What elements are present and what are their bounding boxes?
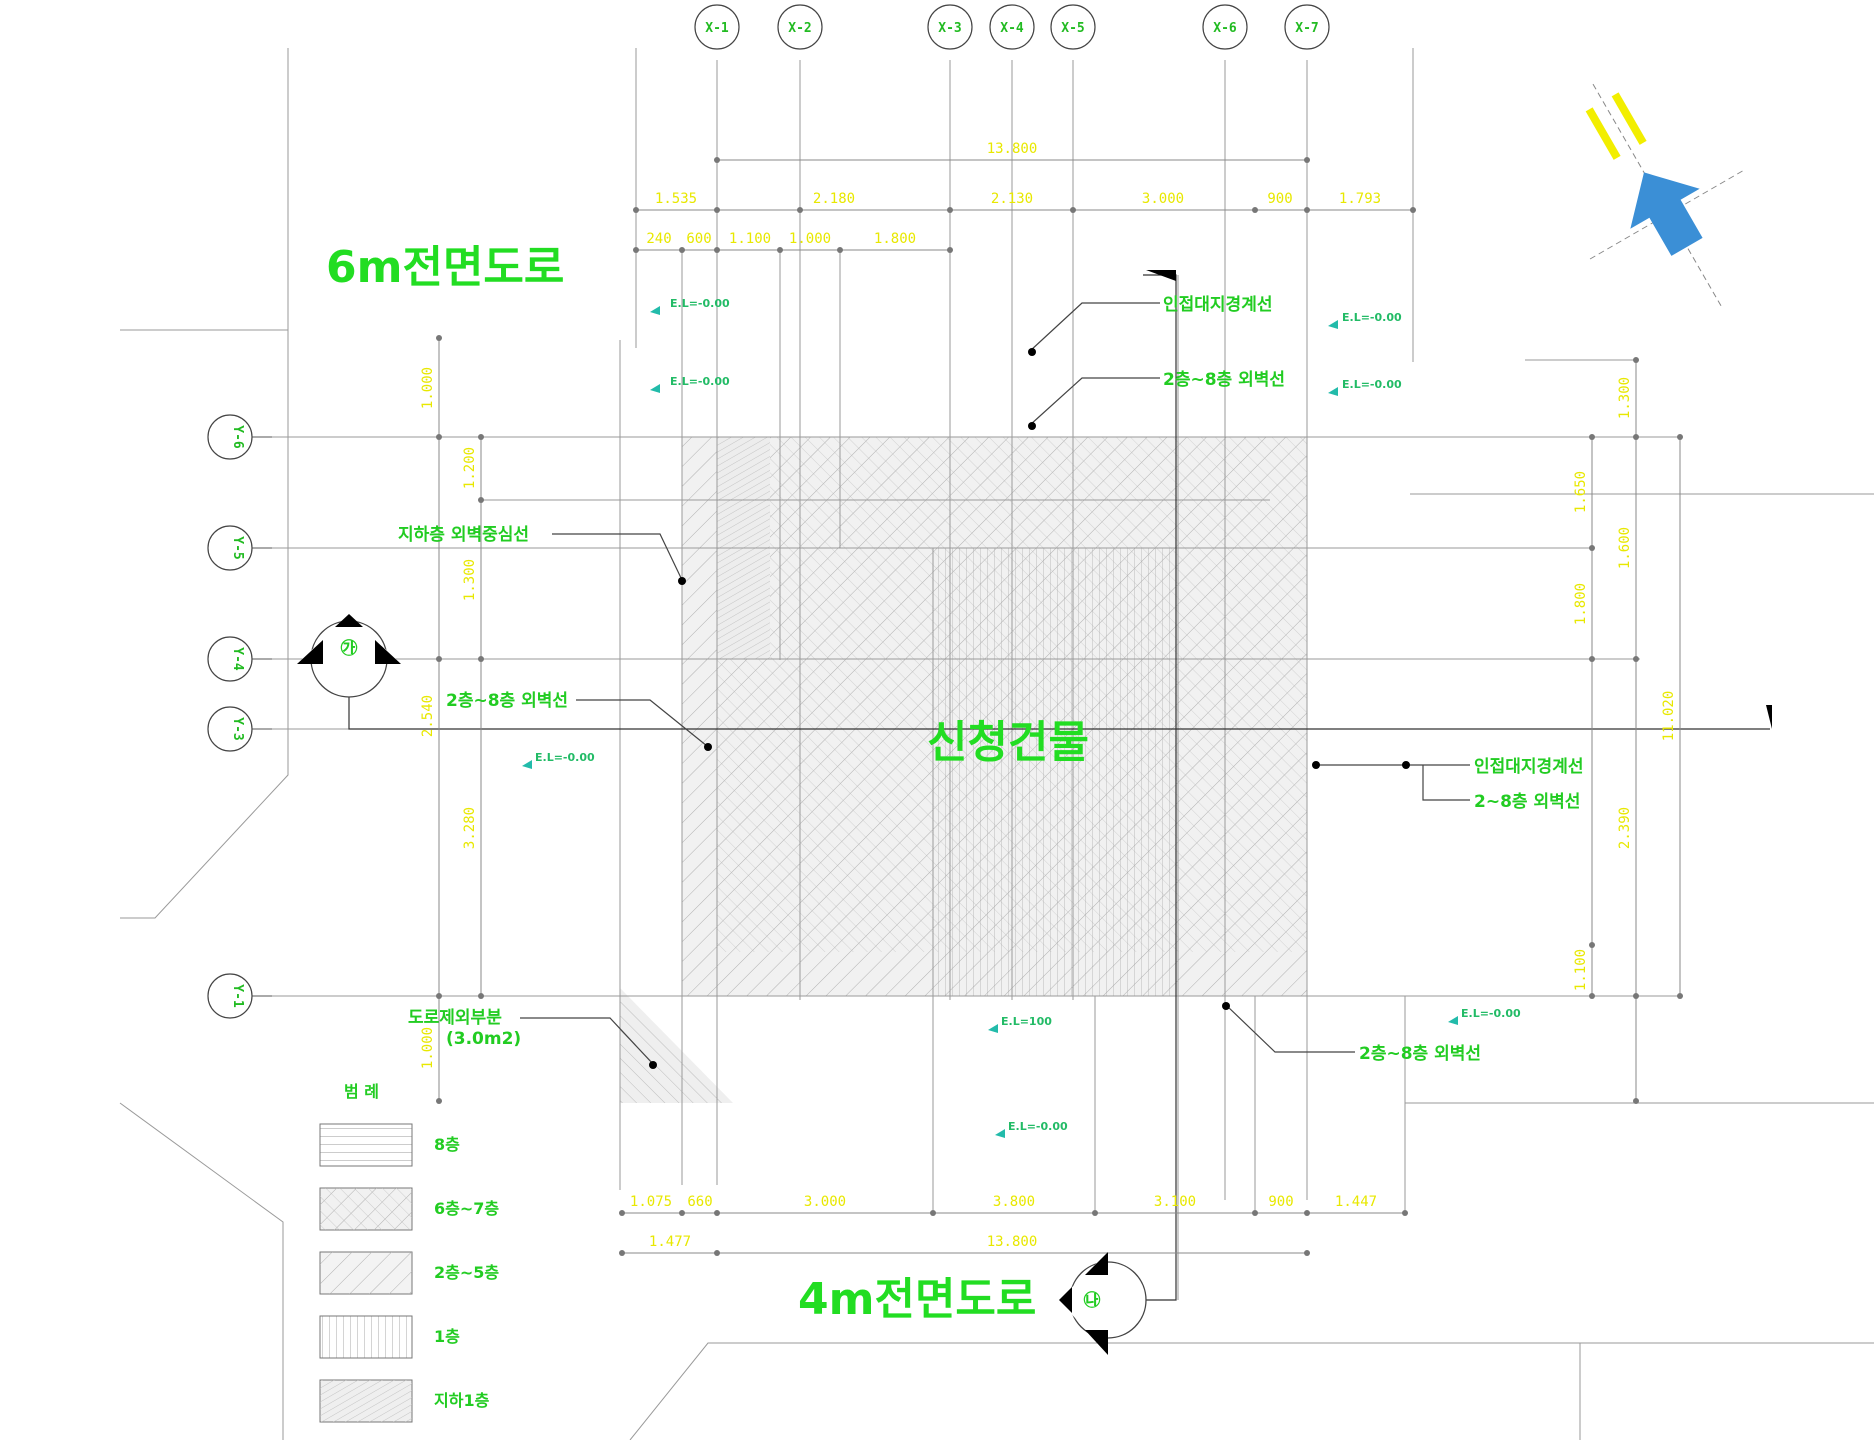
dim-top2-3: 1.100 — [729, 231, 771, 247]
annotation-floor-outline-top: 2층~8층 외벽선 — [1163, 370, 1285, 390]
elevation-6: E.L=100 — [1001, 1015, 1052, 1028]
dim-top2-5: 1.800 — [874, 231, 916, 247]
annotations: 인접대지경계선 2층~8층 외벽선 지하층 외벽중심선 2층~8층 외벽선 인접… — [398, 295, 1583, 1064]
dim-right-2: 1.650 — [1573, 471, 1589, 513]
dim-top-2: 2.180 — [813, 191, 855, 207]
dim-left-1: 1.000 — [420, 367, 436, 409]
legend: 범 례 8층 6층~7층 2층~5층 1층 지하1층 — [319, 1082, 499, 1423]
grid-x-7: X-7 — [1295, 21, 1318, 36]
grid-y-5: Y-5 — [230, 536, 245, 559]
grid-x-4: X-4 — [1000, 21, 1024, 36]
grid-bubbles-y: Y-6 Y-5 Y-4 Y-3 Y-1 — [207, 414, 272, 1019]
annotation-floor-outline-left: 2층~8층 외벽선 — [446, 691, 568, 711]
grid-x-6: X-6 — [1213, 21, 1237, 36]
dim-top-4: 3.000 — [1142, 191, 1184, 207]
dim-bottom-4: 3.800 — [993, 1194, 1035, 1210]
annotation-basement-wall-center: 지하층 외벽중심선 — [398, 525, 529, 545]
dim-bottom-2: 660 — [687, 1194, 712, 1210]
dim-bottom2-1: 1.477 — [649, 1234, 691, 1250]
grid-x-5: X-5 — [1061, 21, 1084, 36]
elevation-8: E.L=-0.00 — [1008, 1120, 1068, 1133]
dim-bottom2-2: 13.800 — [987, 1234, 1038, 1250]
annotation-adjacent-boundary-top: 인접대지경계선 — [1163, 295, 1272, 315]
dim-bottom-6: 900 — [1268, 1194, 1293, 1210]
elevation-marks: E.L=-0.00 E.L=-0.00 E.L=-0.00 E.L=-0.00 … — [522, 297, 1521, 1138]
dimension-labels: 13.800 1.535 2.180 2.130 3.000 900 1.793… — [420, 141, 1677, 1250]
grid-lines — [229, 60, 1770, 1300]
dim-top2-4: 1.000 — [789, 231, 831, 247]
dim-left-4: 2.540 — [420, 695, 436, 737]
section-mark-west-label: ㉮ — [341, 638, 358, 659]
grid-y-4: Y-4 — [230, 647, 245, 671]
dim-bottom-3: 3.000 — [804, 1194, 846, 1210]
dim-top-total: 13.800 — [987, 141, 1038, 157]
building-label: 신청건물 — [927, 717, 1089, 768]
dim-right-1: 1.300 — [1617, 377, 1633, 419]
dim-top-3: 2.130 — [991, 191, 1033, 207]
section-mark-south-label: ㉯ — [1084, 1290, 1101, 1311]
grid-y-1: Y-1 — [230, 984, 245, 1008]
annotation-road-excluded-line2: (3.0m2) — [446, 1029, 521, 1049]
leader-lines — [520, 302, 1470, 1069]
dim-top-1: 1.535 — [655, 191, 697, 207]
section-mark-west: ㉮ — [297, 614, 401, 698]
dim-top-6: 1.793 — [1339, 191, 1381, 207]
legend-title: 범 례 — [344, 1082, 379, 1101]
elevation-2: E.L=-0.00 — [670, 375, 730, 388]
dim-bottom-7: 1.447 — [1335, 1194, 1377, 1210]
legend-label-b1: 지하1층 — [434, 1391, 490, 1410]
annotation-floor-outline-right: 2~8층 외벽선 — [1474, 792, 1580, 812]
dim-top2-1: 240 — [646, 231, 671, 247]
dim-left-2: 1.200 — [462, 447, 478, 489]
building-footprint — [620, 437, 1307, 1103]
grid-x-2: X-2 — [788, 21, 811, 36]
legend-label-2-5f: 2층~5층 — [434, 1263, 499, 1282]
road-label-4m: 4m전면도로 — [798, 1274, 1036, 1325]
elevation-5: E.L=-0.00 — [535, 751, 595, 764]
elevation-7: E.L=-0.00 — [1461, 1007, 1521, 1020]
legend-swatch-8f — [319, 1123, 413, 1167]
grid-x-3: X-3 — [938, 21, 961, 36]
dim-right-6: 1.100 — [1573, 949, 1589, 991]
grid-y-6: Y-6 — [230, 425, 245, 449]
annotation-adjacent-boundary-right: 인접대지경계선 — [1474, 757, 1583, 777]
road-label-6m: 6m전면도로 — [326, 242, 564, 293]
section-mark-south: ㉯ — [1059, 1252, 1147, 1355]
dimension-lines — [438, 159, 1681, 1254]
legend-swatch-1f — [319, 1315, 413, 1359]
dim-left-5: 3.280 — [462, 807, 478, 849]
dim-top-5: 900 — [1267, 191, 1292, 207]
dim-left-6: 1.000 — [420, 1027, 436, 1069]
dim-right-3: 1.600 — [1617, 527, 1633, 569]
dim-right-5: 2.390 — [1617, 807, 1633, 849]
legend-label-8f: 8층 — [434, 1135, 460, 1154]
dim-bottom-5: 3.100 — [1154, 1194, 1196, 1210]
dim-top2-2: 600 — [686, 231, 711, 247]
legend-label-6-7f: 6층~7층 — [434, 1199, 499, 1218]
dim-left-3: 1.300 — [462, 559, 478, 601]
elevation-3: E.L=-0.00 — [1342, 311, 1402, 324]
dim-right-4: 1.800 — [1573, 583, 1589, 625]
annotation-floor-outline-bottom: 2층~8층 외벽선 — [1359, 1044, 1481, 1064]
legend-label-1f: 1층 — [434, 1327, 460, 1346]
elevation-4: E.L=-0.00 — [1342, 378, 1402, 391]
grid-x-1: X-1 — [705, 21, 729, 36]
dim-bottom-1: 1.075 — [630, 1194, 672, 1210]
annotation-road-excluded-line1: 도로제외부분 — [408, 1008, 502, 1028]
road-lines — [119, 48, 1874, 1440]
north-arrow — [1585, 83, 1747, 310]
elevation-1: E.L=-0.00 — [670, 297, 730, 310]
dimension-ticks — [436, 157, 1683, 1256]
dim-right-7: 11.020 — [1661, 691, 1677, 742]
grid-bubbles-x: X-1 X-2 X-3 X-4 X-5 X-6 X-7 — [694, 4, 1330, 50]
grid-y-3: Y-3 — [230, 717, 245, 740]
